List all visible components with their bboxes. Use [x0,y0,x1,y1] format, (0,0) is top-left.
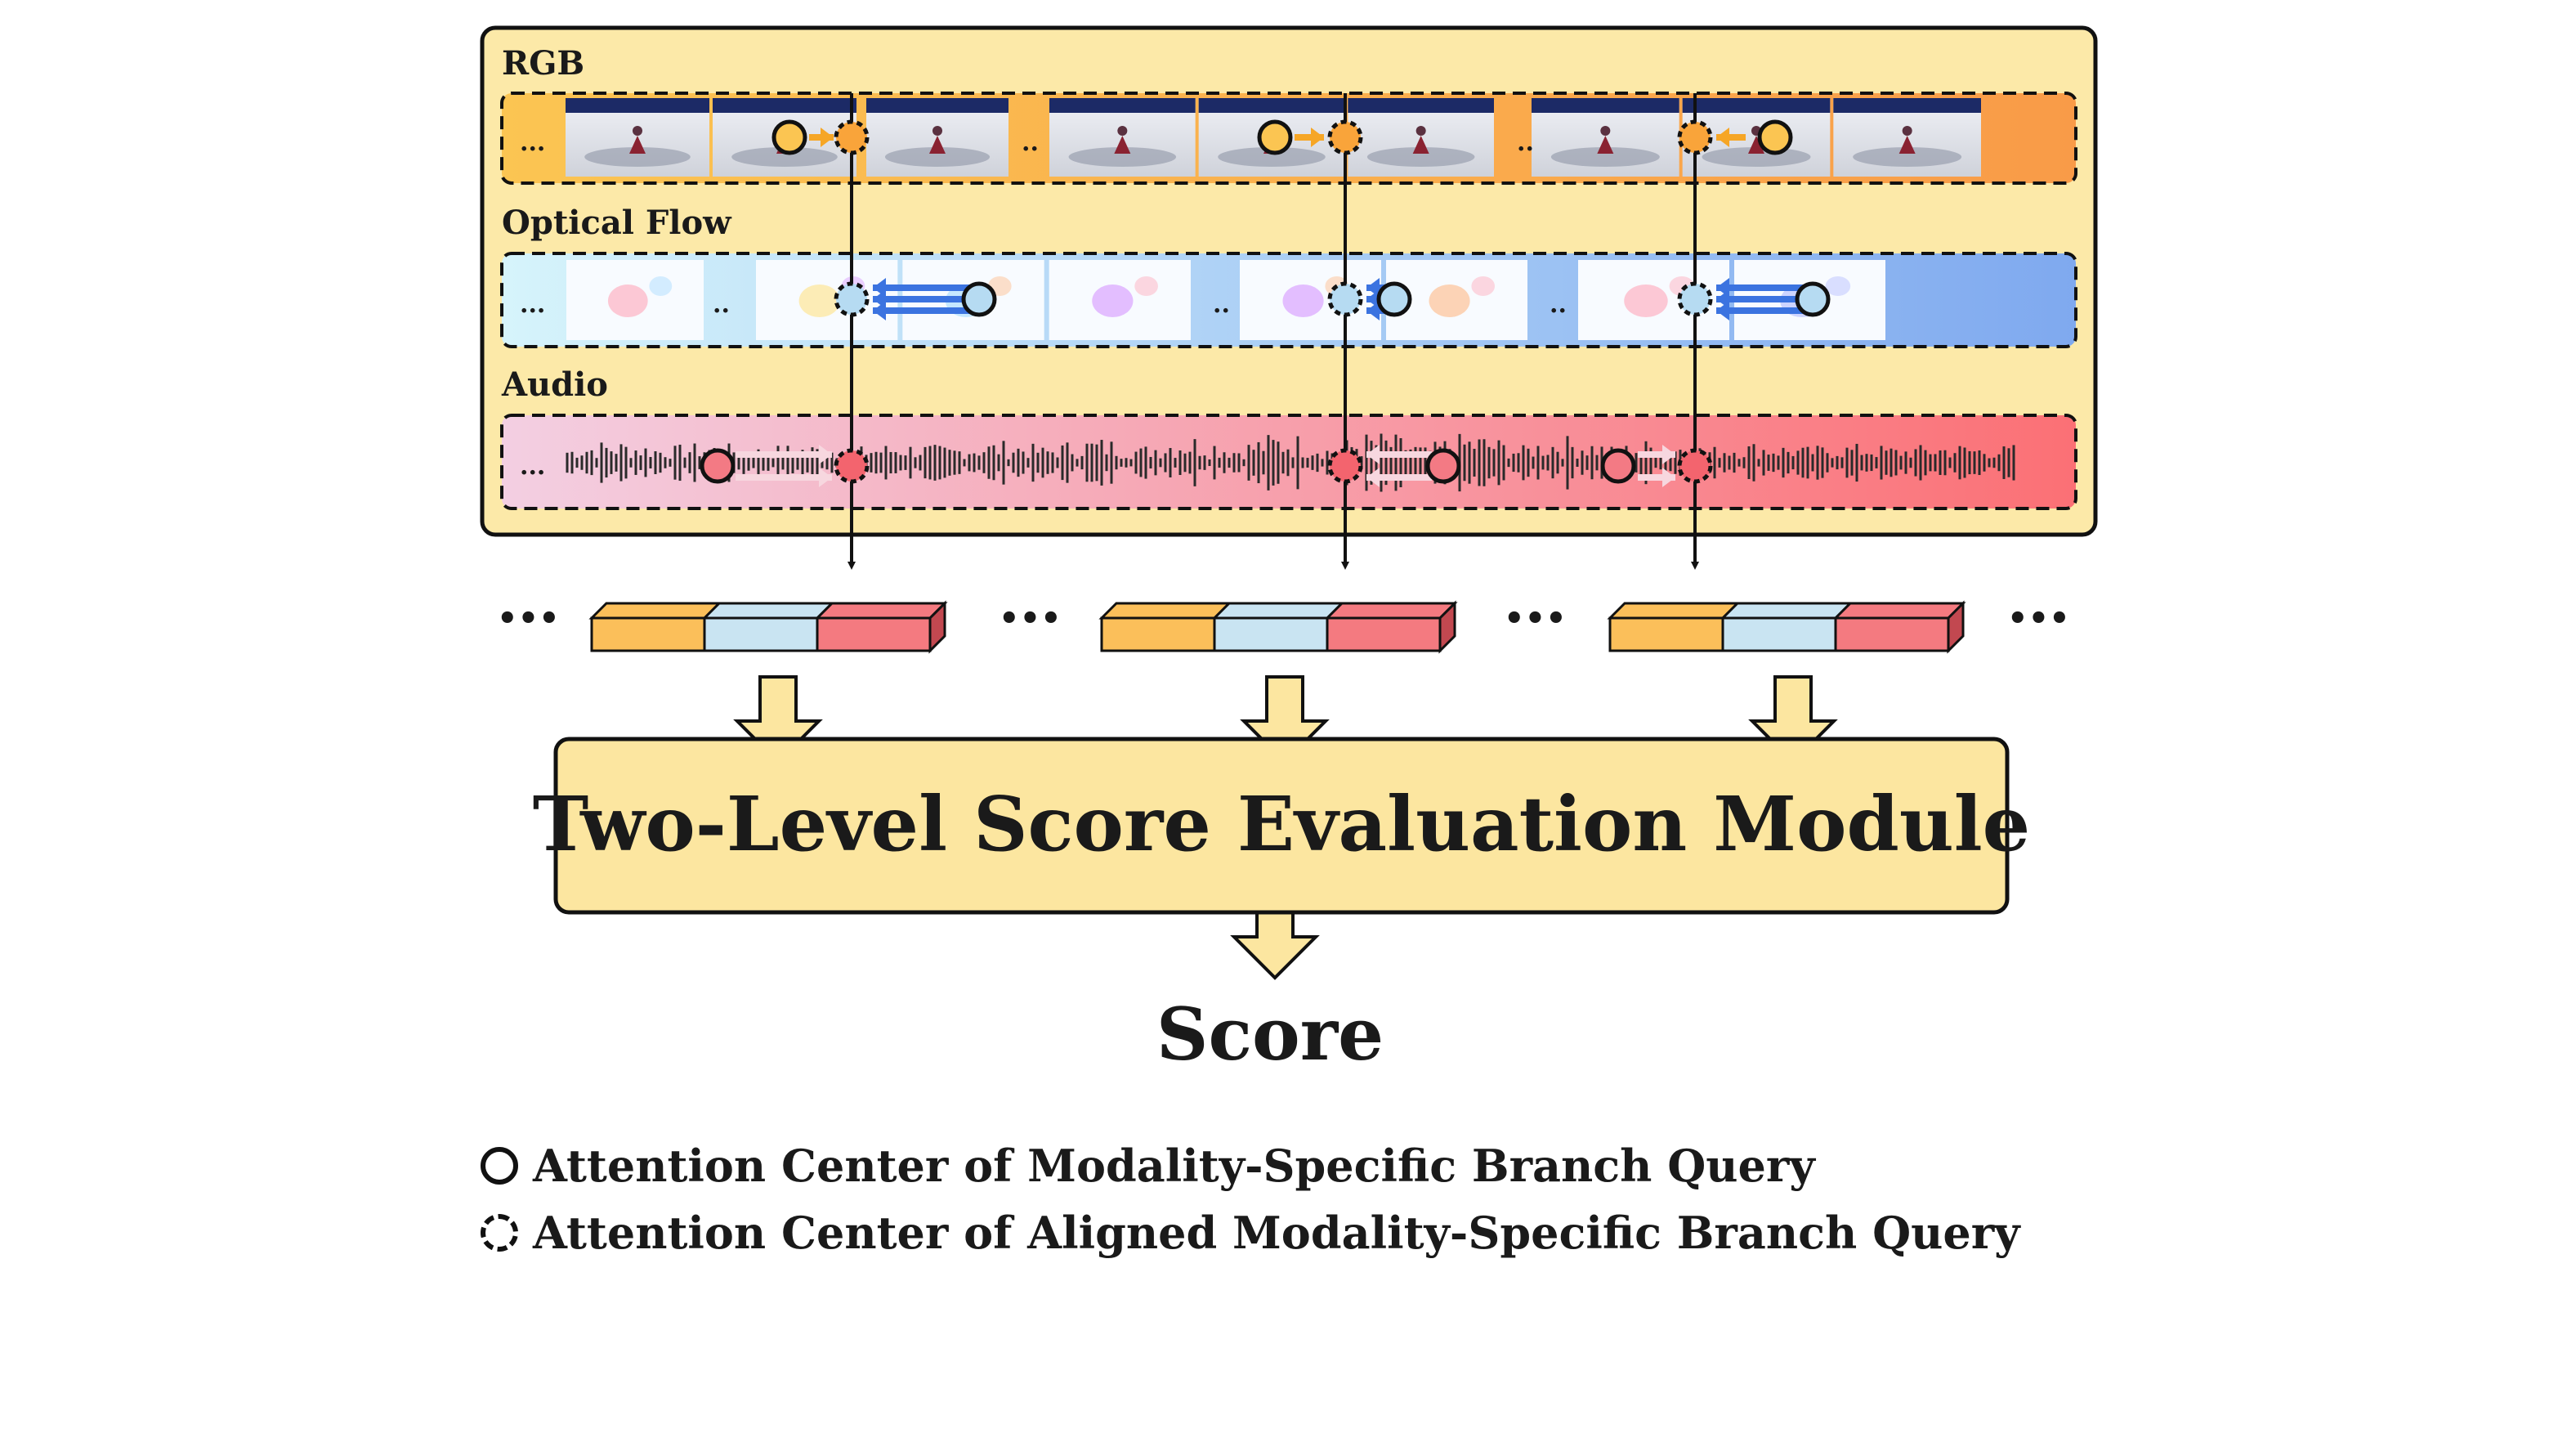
audio-dashed-circle-icon [834,448,870,484]
arrow-head [821,128,834,147]
arrow-head [1366,468,1380,487]
audio-solid-circle-icon [1600,448,1636,484]
optical-flow-strip: ... .. .. .. [500,252,2077,348]
rgb-frame [1532,98,1679,177]
rgb-frame [1049,98,1196,177]
flow-solid-circle-icon [1795,281,1831,317]
arrow-head [1662,445,1675,464]
audio-dashed-circle-icon [1327,448,1363,484]
arrow-head [1716,128,1729,147]
token-top [814,602,948,620]
token-segment [703,616,819,652]
audio-solid-circle-icon [1425,448,1461,484]
legend-dashed-text: Attention Center of Aligned Modality-Spe… [533,1207,2020,1259]
token-segment [1213,616,1329,652]
token-segment [816,616,932,652]
legend-dashed-row: Attention Center of Aligned Modality-Spe… [481,1207,2020,1259]
arrow-head [1716,278,1729,298]
arrow-head [1662,468,1675,487]
feature-token [1607,600,1966,654]
feature-ellipsis-1: ••• [497,599,560,638]
rgb-solid-circle-icon [1257,119,1293,155]
audio-label: Audio [501,365,608,404]
token-segment [1834,616,1950,652]
rgb-frame [566,98,709,177]
token-top [588,602,722,620]
feature-ellipsis-3: ••• [1504,599,1567,638]
token-side [928,600,946,654]
rgb-dashed-circle-icon [1677,119,1713,155]
feature-token [1098,600,1458,654]
feature-ellipsis-2: ••• [999,599,1062,638]
rgb-label: RGB [502,44,584,83]
token-segment [1608,616,1724,652]
flow-solid-circle-icon [961,281,997,317]
arrow-head [1366,301,1380,320]
flow-ellipsis-1: ... [520,290,545,319]
rgb-frame [1833,98,1981,177]
arrow-head [1366,445,1380,464]
arrow-head [819,468,832,487]
flow-dashed-circle-icon [834,281,870,317]
flow-frame [566,260,704,340]
audio-solid-circle-icon [700,448,736,484]
rgb-solid-circle-icon [1757,119,1793,155]
audio-strip: ... [500,414,2077,510]
flow-solid-circle-icon [1376,281,1412,317]
token-top [1720,602,1854,620]
score-label: Score [1156,992,1384,1077]
legend-solid-row: Attention Center of Modality-Specific Br… [481,1140,1815,1192]
token-segment [1100,616,1216,652]
token-top [1211,602,1345,620]
rgb-ellipsis-2: .. [1022,128,1039,157]
audio-ellipsis-1: ... [520,452,545,481]
token-top [701,602,835,620]
rgb-frame [866,98,1008,177]
solid-circle-icon [481,1147,518,1185]
flow-ellipsis-2: .. [713,290,730,319]
flow-dashed-circle-icon [1327,281,1363,317]
rgb-ellipsis-1: ... [520,128,545,157]
flow-ellipsis-4: .. [1550,290,1567,319]
flow-ellipsis-3: .. [1213,290,1230,319]
rgb-solid-circle-icon [771,119,807,155]
score-module-title: Two-Level Score Evaluation Module [533,780,2030,868]
feature-token [588,600,948,654]
flow-frame [1049,260,1191,340]
flow-dashed-circle-icon [1677,281,1713,317]
token-top [1832,602,1966,620]
arrow-head [873,301,886,320]
flow-frame [1578,260,1729,340]
dashed-circle-icon [481,1214,518,1252]
token-segment [1721,616,1837,652]
connectors [700,93,1831,570]
token-top [1098,602,1232,620]
audio-dashed-circle-icon [1677,448,1713,484]
arrow-head [873,278,886,298]
arrow-head [1716,301,1729,320]
token-segment [590,616,706,652]
feature-tokens [588,600,1966,654]
legend-solid-text: Attention Center of Modality-Specific Br… [533,1140,1815,1192]
score-module-box [553,737,2010,915]
rgb-frame [1348,98,1494,177]
token-segment [1326,616,1442,652]
arrow-head [819,445,832,464]
arrow-head [1366,278,1380,298]
token-side [1947,600,1965,654]
arrow-head [1311,128,1324,147]
optical-flow-label: Optical Flow [502,204,732,242]
token-top [1607,602,1741,620]
rgb-ellipsis-3: .. [1517,128,1534,157]
feature-ellipsis-4: ••• [2007,599,2070,638]
token-top [1324,602,1458,620]
rgb-dashed-circle-icon [1327,119,1363,155]
rgb-dashed-circle-icon [834,119,870,155]
token-side [1438,600,1456,654]
